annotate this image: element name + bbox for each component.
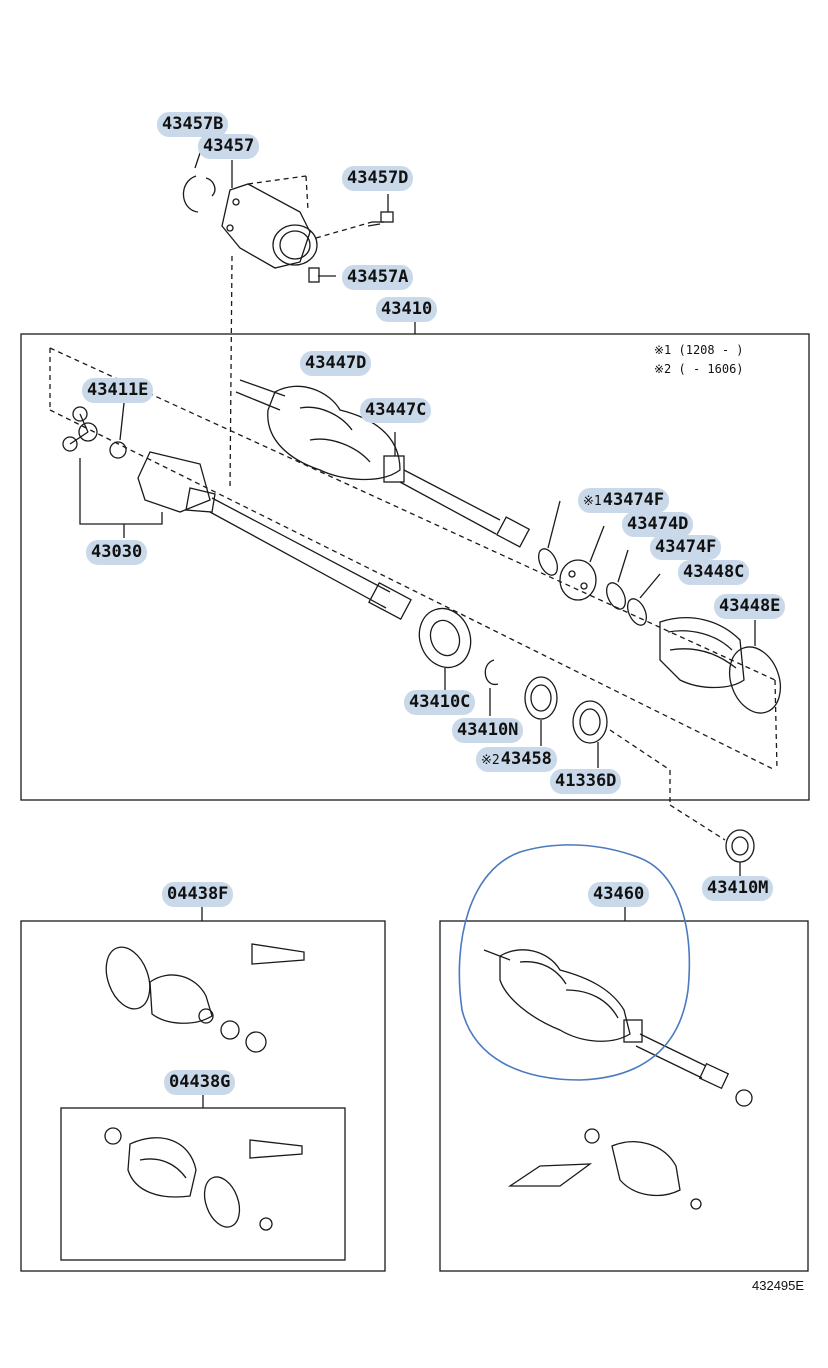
figure-reference-number: 432495E <box>752 1278 805 1293</box>
callout-43410M: 43410M <box>702 876 774 901</box>
callout-04438G: 04438G <box>164 1070 236 1095</box>
inner-dashed-frame <box>49 347 778 841</box>
assembly-frame-43460 <box>439 920 809 1272</box>
note-mark-1: ※1 <box>583 494 602 509</box>
callout-43458: ※243458 <box>476 747 557 772</box>
outboard-joint-boot <box>235 379 531 548</box>
boot-kit-04438G-parts <box>104 1127 303 1231</box>
bearing-bracket-43457 <box>182 175 318 269</box>
note-mark-2: ※2 <box>481 753 500 768</box>
legend-note-2: ※2 ( - 1606) <box>654 362 744 376</box>
callout-43457: 43457 <box>198 134 260 159</box>
callout-43474D: 43474D <box>622 512 694 537</box>
boot-kit-04438F-parts <box>105 943 305 1053</box>
snap-ring-43474F-lower <box>605 582 627 610</box>
tripod-43411E <box>62 406 127 459</box>
callout-43410: 43410 <box>376 297 438 322</box>
bolt-43457D <box>367 194 394 227</box>
callout-43448C: 43448C <box>678 560 750 585</box>
snap-ring-43410N <box>484 659 499 685</box>
callout-43474F-lower: 43474F <box>650 535 722 560</box>
highlight-loop <box>458 844 691 1081</box>
callout-43457A: 43457A <box>342 265 414 290</box>
part-number: 43474F <box>602 490 665 510</box>
inboard-joint-shaft <box>137 451 412 621</box>
callout-43448E: 43448E <box>714 594 786 619</box>
callout-43410C: 43410C <box>404 690 476 715</box>
callout-43457D: 43457D <box>342 166 414 191</box>
legend-note-1: ※1 (1208 - ) <box>654 343 744 357</box>
drive-shaft-assembly-43460-parts <box>483 949 753 1210</box>
callout-43411E: 43411E <box>82 378 154 403</box>
bearing-43410C <box>418 607 472 669</box>
snap-ring-43474F-upper <box>537 548 559 576</box>
callout-43460: 43460 <box>588 882 650 907</box>
callout-41336D: 41336D <box>550 769 622 794</box>
part-number: 43458 <box>500 749 552 769</box>
kit-frame-04438F <box>20 920 386 1272</box>
kit-frame-04438G <box>60 1107 346 1261</box>
bearing-43410M <box>725 829 755 863</box>
seal-43458 <box>524 676 558 720</box>
clamp-43448C <box>626 598 648 626</box>
callout-43410N: 43410N <box>452 718 524 743</box>
callout-43457B: 43457B <box>157 112 229 137</box>
callout-04438F: 04438F <box>162 882 234 907</box>
callout-43447C: 43447C <box>360 398 432 423</box>
boot-43448E <box>659 617 782 714</box>
damper-43474D <box>559 559 597 601</box>
seal-41336D <box>572 700 608 744</box>
bolt-43457A <box>308 267 336 283</box>
callout-43447D: 43447D <box>300 351 372 376</box>
callout-43474F-upper: ※143474F <box>578 488 670 513</box>
callout-43030: 43030 <box>86 540 148 565</box>
